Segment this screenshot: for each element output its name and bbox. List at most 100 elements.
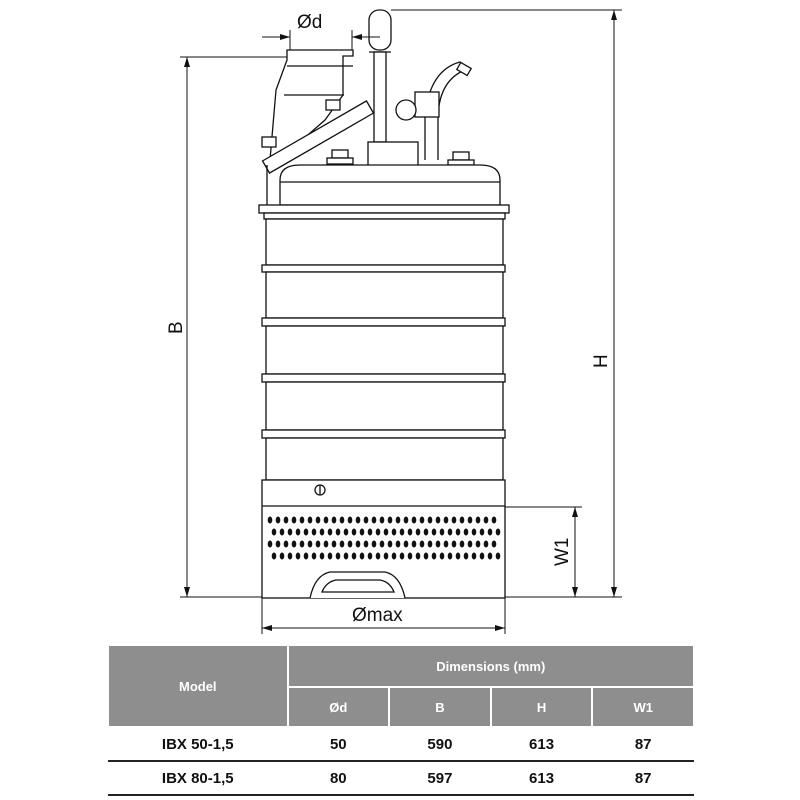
strainer-hole [359, 528, 365, 536]
strainer-hole [323, 540, 329, 548]
strainer-hole [287, 528, 293, 536]
strainer-hole [387, 540, 393, 548]
column-header: Ød [286, 686, 391, 728]
strainer-hole [315, 516, 321, 524]
strainer-hole [363, 516, 369, 524]
strainer-hole [279, 552, 285, 560]
strainer-hole [471, 552, 477, 560]
value-cell: 87 [592, 761, 694, 796]
value-cell: 87 [592, 727, 694, 762]
strainer-hole [299, 516, 305, 524]
strainer-hole [339, 540, 345, 548]
strainer-hole [275, 540, 281, 548]
strainer-hole [403, 540, 409, 548]
strainer-hole [271, 552, 277, 560]
strainer-hole [475, 540, 481, 548]
table-row: IBX 50-1,5 50 590 613 87 [108, 727, 694, 762]
strainer-hole [447, 552, 453, 560]
strainer-hole [479, 528, 485, 536]
height-h-label: H [591, 354, 612, 368]
strainer-hole [331, 516, 337, 524]
strainer-hole [415, 552, 421, 560]
strainer-hole [319, 552, 325, 560]
strainer-hole [439, 528, 445, 536]
strainer-hole [459, 516, 465, 524]
strainer-hole [491, 540, 497, 548]
strainer-hole [391, 552, 397, 560]
strainer-hole [419, 540, 425, 548]
strainer-hole [335, 528, 341, 536]
strainer-hole [299, 540, 305, 548]
strainer-hole [379, 540, 385, 548]
column-header: W1 [591, 686, 695, 728]
strainer-hole [375, 552, 381, 560]
strainer-hole [399, 528, 405, 536]
strainer-hole [487, 552, 493, 560]
strainer-hole [383, 528, 389, 536]
table-row: IBX 80-1,5 80 597 613 87 [108, 761, 694, 796]
strainer-hole [479, 552, 485, 560]
value-cell: 613 [490, 727, 593, 762]
width-w1-label: W1 [552, 538, 573, 567]
strainer-hole [411, 540, 417, 548]
strainer-hole [347, 516, 353, 524]
strainer-hole [495, 552, 501, 560]
strainer-hole [383, 552, 389, 560]
strainer-hole [295, 552, 301, 560]
strainer-hole [303, 552, 309, 560]
value-cell: 597 [389, 761, 491, 796]
height-b-label: B [166, 321, 187, 334]
strainer-hole [315, 540, 321, 548]
strainer-hole [435, 516, 441, 524]
strainer-hole [283, 540, 289, 548]
strainer-hole [491, 516, 497, 524]
strainer-hole [415, 528, 421, 536]
strainer-hole [287, 552, 293, 560]
strainer-hole [471, 528, 477, 536]
strainer-hole [355, 540, 361, 548]
strainer-hole [451, 540, 457, 548]
strainer-hole [307, 516, 313, 524]
strainer-hole [331, 540, 337, 548]
model-cell: IBX 50-1,5 [108, 727, 288, 762]
strainer-hole [439, 552, 445, 560]
strainer-hole [495, 528, 501, 536]
strainer-hole [311, 528, 317, 536]
strainer-hole [455, 552, 461, 560]
model-cell: IBX 80-1,5 [108, 761, 288, 796]
strainer-hole [427, 516, 433, 524]
max-diameter-label: Ømax [352, 605, 403, 626]
pump-outline [258, 9, 510, 599]
column-header: H [489, 686, 594, 728]
strainer-hole [267, 516, 273, 524]
strainer-hole [475, 516, 481, 524]
strainer-hole [355, 516, 361, 524]
strainer-hole [319, 528, 325, 536]
strainer-hole [323, 516, 329, 524]
strainer-hole [447, 528, 453, 536]
strainer-hole [363, 540, 369, 548]
strainer-hole [455, 528, 461, 536]
value-cell: 50 [287, 727, 390, 762]
strainer-hole [275, 516, 281, 524]
strainer-hole [423, 552, 429, 560]
strainer-hole [283, 516, 289, 524]
strainer-hole [399, 552, 405, 560]
strainer-hole [311, 552, 317, 560]
strainer-hole [407, 552, 413, 560]
strainer-hole [371, 540, 377, 548]
strainer-holes [267, 516, 501, 560]
strainer-hole [395, 516, 401, 524]
strainer-hole [483, 516, 489, 524]
dimensions-header: Dimensions (mm) [286, 644, 696, 688]
strainer-hole [343, 552, 349, 560]
strainer-hole [395, 540, 401, 548]
strainer-hole [327, 552, 333, 560]
strainer-hole [375, 528, 381, 536]
strainer-hole [271, 528, 277, 536]
outlet-diameter-label: Ød [297, 12, 322, 33]
strainer-hole [347, 540, 353, 548]
column-header: B [388, 686, 492, 728]
value-cell: 613 [490, 761, 593, 796]
strainer-hole [443, 516, 449, 524]
